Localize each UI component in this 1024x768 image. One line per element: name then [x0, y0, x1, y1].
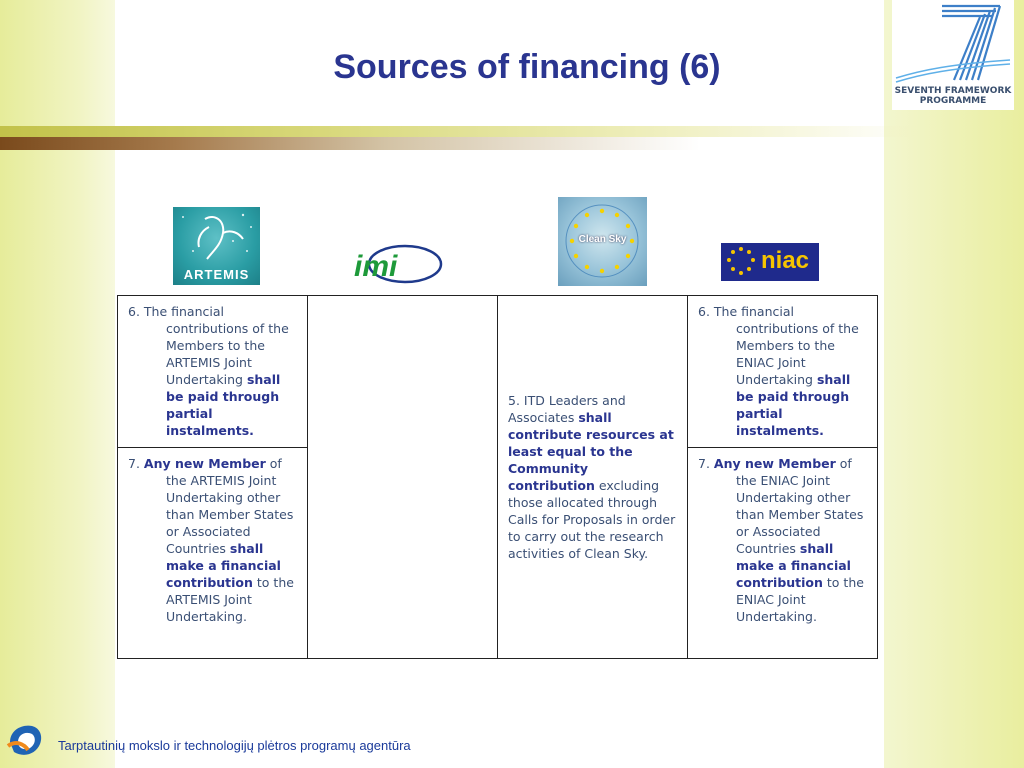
artemis-point-7-emphasis1: Any new Member — [143, 456, 266, 471]
eniac-point-7-emphasis2: shall make a financial contribution — [736, 541, 851, 590]
artemis-point-7: 7. Any new Member of the ARTEMIS Joint U… — [128, 455, 299, 625]
imi-cell — [307, 295, 498, 659]
eu-stars-icon — [727, 247, 755, 275]
cleansky-label: Clean Sky — [578, 234, 627, 245]
table-row: 7. Any new Member of the ARTEMIS Joint U… — [117, 447, 878, 659]
cleansky-point-5-text: 5. ITD Leaders and Associates — [508, 392, 626, 425]
fp7-caption-line2: PROGRAMME — [919, 96, 987, 106]
cleansky-point-5: 5. ITD Leaders and Associates shall cont… — [508, 392, 679, 562]
eniac-point-7-emphasis1: Any new Member — [713, 456, 836, 471]
artemis-point-6-emphasis: shall be paid through partial instalment… — [166, 372, 281, 438]
imi-swoosh-icon: imi — [354, 244, 443, 284]
cleansky-point-5-rest: excluding those allocated through Calls … — [508, 477, 676, 561]
artemis-label: ARTEMIS — [183, 267, 250, 282]
eniac-cell-new-member: 7. Any new Member of the ENIAC Joint Und… — [687, 447, 878, 659]
artemis-logo: ARTEMIS — [173, 207, 260, 285]
artemis-point-7-rest: to the ARTEMIS Joint Undertaking. — [166, 575, 294, 624]
artemis-point-6: 6. The financial contributions of the Me… — [128, 303, 299, 439]
seven-logo-icon — [895, 4, 1011, 83]
eniac-point-7-num: 7. — [698, 456, 714, 471]
eniac-point-7-text: of the ENIAC Joint Undertaking other tha… — [736, 456, 864, 556]
artemis-point-7-text: of the ARTEMIS Joint Undertaking other t… — [166, 456, 294, 556]
cleansky-logo: Clean Sky — [558, 197, 647, 286]
right-decorative-band — [884, 0, 1024, 768]
eniac-point-6: 6. The financial contributions of the Me… — [698, 303, 869, 439]
eniac-point-6-text: 6. The financial contributions of the Me… — [698, 304, 859, 387]
artemis-cell-contributions: 6. The financial contributions of the Me… — [117, 295, 308, 448]
agency-logo-icon — [6, 725, 42, 755]
footer-agency-name: Tarptautinių mokslo ir technologijų plėt… — [58, 738, 411, 753]
eniac-cell-contributions: 6. The financial contributions of the Me… — [687, 295, 878, 448]
eniac-point-6-emphasis: shall be paid through partial instalment… — [736, 372, 851, 438]
slide-title: Sources of financing (6) — [333, 48, 721, 86]
artemis-point-6-text: 6. The financial contributions of the Me… — [128, 304, 289, 387]
cleansky-cell: 5. ITD Leaders and Associates shall cont… — [497, 295, 688, 659]
artemis-cell-new-member: 7. Any new Member of the ARTEMIS Joint U… — [117, 447, 308, 659]
table-row: 6. The financial contributions of the Me… — [117, 295, 878, 659]
title-rule-olive — [0, 126, 920, 137]
eniac-logo: niac — [721, 243, 819, 281]
agency-logo — [6, 722, 44, 758]
fp7-caption-line1: SEVENTH FRAMEWORK — [894, 86, 1012, 96]
eniac-point-7-rest: to the ENIAC Joint Undertaking. — [736, 575, 864, 624]
eu-stars-ring-icon — [565, 204, 639, 278]
artemis-point-7-num: 7. — [128, 456, 144, 471]
imi-logo: imi — [350, 240, 445, 288]
artemis-figure-icon — [182, 213, 252, 260]
financing-table: 6. The financial contributions of the Me… — [117, 295, 878, 659]
artemis-point-7-emphasis2: shall make a financial contribution — [166, 541, 281, 590]
eniac-point-7: 7. Any new Member of the ENIAC Joint Und… — [698, 455, 869, 625]
fp7-caption: SEVENTH FRAMEWORK PROGRAMME — [892, 86, 1014, 106]
left-decorative-band — [0, 0, 115, 768]
fp7-logo: SEVENTH FRAMEWORK PROGRAMME — [892, 0, 1014, 110]
cleansky-point-5-emphasis: shall contribute resources at least equa… — [508, 409, 674, 493]
eniac-label: niac — [761, 247, 810, 274]
imi-label: imi — [354, 250, 398, 283]
title-rule-brown — [0, 137, 700, 150]
